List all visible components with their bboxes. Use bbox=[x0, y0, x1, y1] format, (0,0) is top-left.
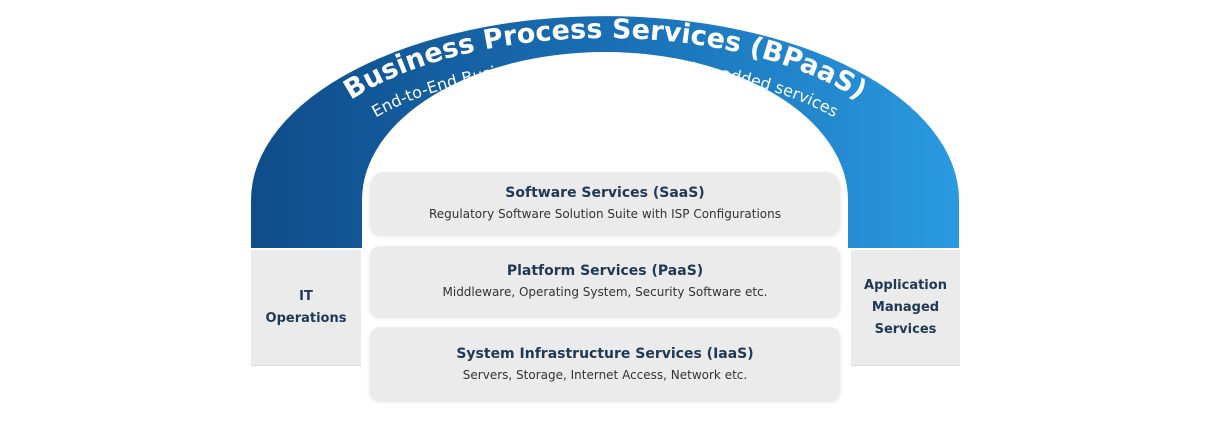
saas-layer: Software Services (SaaS) Regulatory Soft… bbox=[370, 172, 840, 234]
it-operations-pillar: IT Operations bbox=[251, 250, 361, 366]
ams-line2: Managed bbox=[871, 299, 940, 315]
saas-title: Software Services (SaaS) bbox=[505, 185, 705, 201]
bpaas-arch-band bbox=[251, 16, 959, 248]
ams-line1: Application bbox=[864, 277, 947, 293]
iaas-title: System Infrastructure Services (IaaS) bbox=[456, 345, 754, 362]
paas-description: Middleware, Operating System, Security S… bbox=[442, 285, 768, 299]
iaas-description: Servers, Storage, Internet Access, Netwo… bbox=[462, 367, 748, 382]
paas-title: Platform Services (PaaS) bbox=[506, 263, 704, 279]
iaas-layer: System Infrastructure Services (IaaS) Se… bbox=[370, 327, 840, 400]
it-operations-line1: IT bbox=[299, 288, 313, 304]
it-operations-line2: Operations bbox=[265, 310, 347, 326]
paas-layer: Platform Services (PaaS) Middleware, Ope… bbox=[370, 246, 840, 316]
saas-description: Regulatory Software Solution Suite with … bbox=[429, 207, 781, 221]
ams-line3: Services bbox=[874, 321, 937, 337]
application-managed-services-pillar: Application Managed Services bbox=[851, 250, 960, 366]
